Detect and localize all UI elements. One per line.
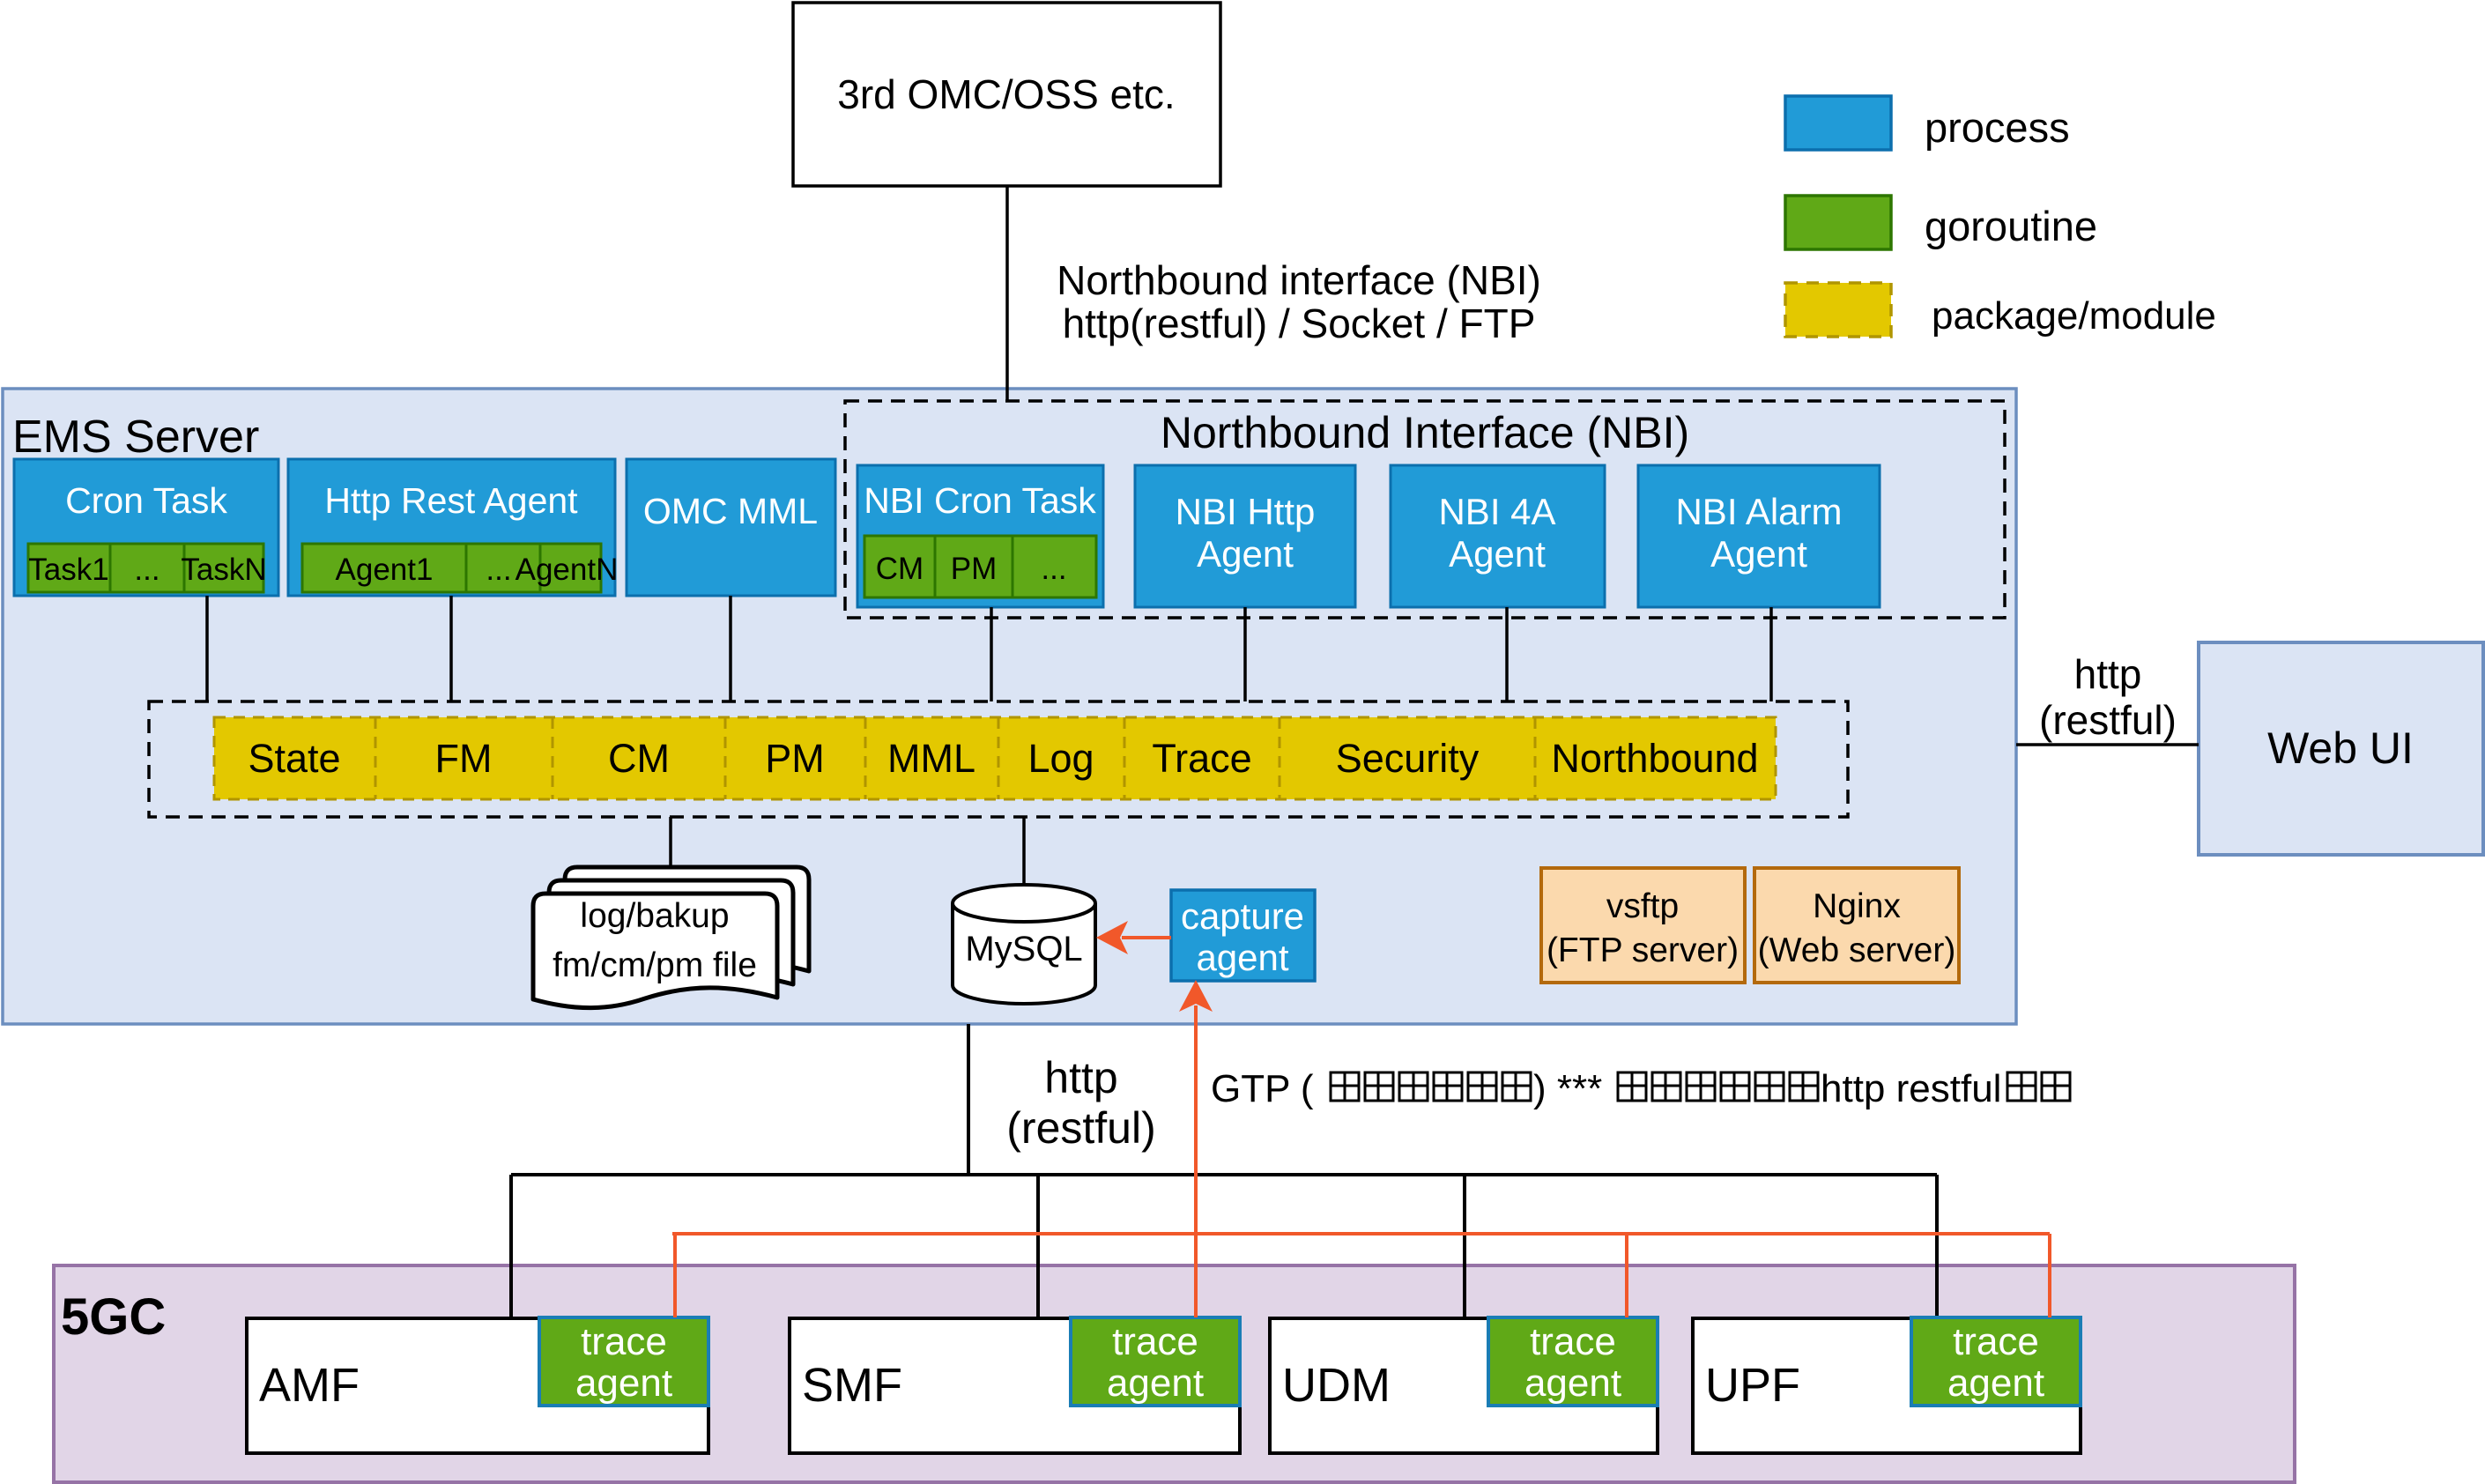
svg-text:PM: PM — [951, 552, 998, 586]
svg-text:http(restful) / Socket / FTP: http(restful) / Socket / FTP — [1063, 301, 1536, 346]
svg-text:EMS Server: EMS Server — [12, 412, 259, 463]
svg-text:log/bakup: log/bakup — [580, 897, 729, 935]
svg-text:vsftp: vsftp — [1606, 887, 1679, 925]
svg-text:SMF: SMF — [802, 1359, 902, 1412]
svg-text:Trace: Trace — [1152, 736, 1251, 781]
svg-text:(Web server): (Web server) — [1758, 931, 1956, 969]
svg-text:(restful): (restful) — [1006, 1103, 1155, 1153]
svg-text:5GC: 5GC — [61, 1288, 166, 1346]
svg-text:Log: Log — [1027, 736, 1094, 781]
svg-text:agent: agent — [575, 1362, 672, 1405]
svg-text:NBI 4A: NBI 4A — [1438, 491, 1555, 532]
svg-text:GTP (: GTP ( — [1211, 1067, 1314, 1110]
svg-text:AMF: AMF — [259, 1359, 360, 1412]
svg-text:Agent: Agent — [1710, 533, 1807, 575]
svg-text:State: State — [248, 736, 340, 781]
svg-text:http restful: http restful — [1821, 1067, 2001, 1110]
svg-text:http: http — [1044, 1053, 1117, 1102]
svg-text:MML: MML — [887, 736, 975, 781]
svg-text:trace: trace — [1112, 1320, 1198, 1363]
svg-text:NBI Alarm: NBI Alarm — [1675, 491, 1842, 532]
svg-text:capture: capture — [1181, 895, 1304, 937]
svg-text:goroutine: goroutine — [1925, 203, 2097, 249]
svg-text:Northbound interface (NBI): Northbound interface (NBI) — [1057, 257, 1541, 303]
svg-text:NBI Http: NBI Http — [1176, 491, 1316, 532]
svg-text:CM: CM — [876, 552, 924, 586]
svg-text:Agent: Agent — [1197, 533, 1294, 575]
svg-text:Http Rest Agent: Http Rest Agent — [324, 480, 578, 521]
svg-text:(FTP server): (FTP server) — [1547, 931, 1739, 969]
svg-text:TaskN: TaskN — [181, 553, 266, 587]
svg-text:AgentN: AgentN — [516, 553, 619, 587]
svg-text:UPF: UPF — [1705, 1359, 1800, 1412]
svg-text:agent: agent — [1524, 1362, 1621, 1405]
svg-text:trace: trace — [581, 1320, 667, 1363]
svg-text:Northbound Interface (NBI): Northbound Interface (NBI) — [1161, 408, 1689, 457]
svg-text:Cron Task: Cron Task — [65, 480, 227, 521]
svg-text:CM: CM — [608, 736, 670, 781]
svg-text:Agent: Agent — [1449, 533, 1546, 575]
svg-text:Nginx: Nginx — [1813, 887, 1901, 925]
svg-text:FM: FM — [435, 736, 493, 781]
svg-text:trace: trace — [1953, 1320, 2039, 1363]
svg-text:Northbound: Northbound — [1551, 736, 1758, 781]
svg-text:http: http — [2074, 651, 2142, 697]
svg-text:...: ... — [134, 553, 159, 587]
svg-text:package/module: package/module — [1932, 294, 2216, 338]
svg-text:3rd OMC/OSS etc.: 3rd OMC/OSS etc. — [837, 71, 1175, 117]
svg-text:Task1: Task1 — [28, 553, 108, 587]
svg-text:OMC MML: OMC MML — [643, 491, 818, 531]
svg-text:NBI Cron Task: NBI Cron Task — [864, 480, 1096, 521]
svg-text:Web UI: Web UI — [2267, 723, 2414, 773]
svg-text:PM: PM — [765, 736, 825, 781]
svg-text:) ***: ) *** — [1533, 1067, 1602, 1110]
svg-text:UDM: UDM — [1282, 1359, 1391, 1412]
svg-text:MySQL: MySQL — [965, 930, 1082, 968]
svg-text:agent: agent — [1947, 1362, 2044, 1405]
svg-text:fm/cm/pm file: fm/cm/pm file — [553, 946, 757, 984]
svg-text:...: ... — [1041, 552, 1066, 586]
svg-text:trace: trace — [1530, 1320, 1616, 1363]
svg-text:Agent1: Agent1 — [336, 553, 434, 587]
svg-text:agent: agent — [1196, 937, 1288, 978]
svg-text:(restful): (restful) — [2039, 697, 2177, 743]
svg-text:...: ... — [486, 553, 511, 587]
svg-text:process: process — [1925, 104, 2070, 151]
svg-text:agent: agent — [1107, 1362, 1204, 1405]
svg-text:Security: Security — [1336, 736, 1480, 781]
